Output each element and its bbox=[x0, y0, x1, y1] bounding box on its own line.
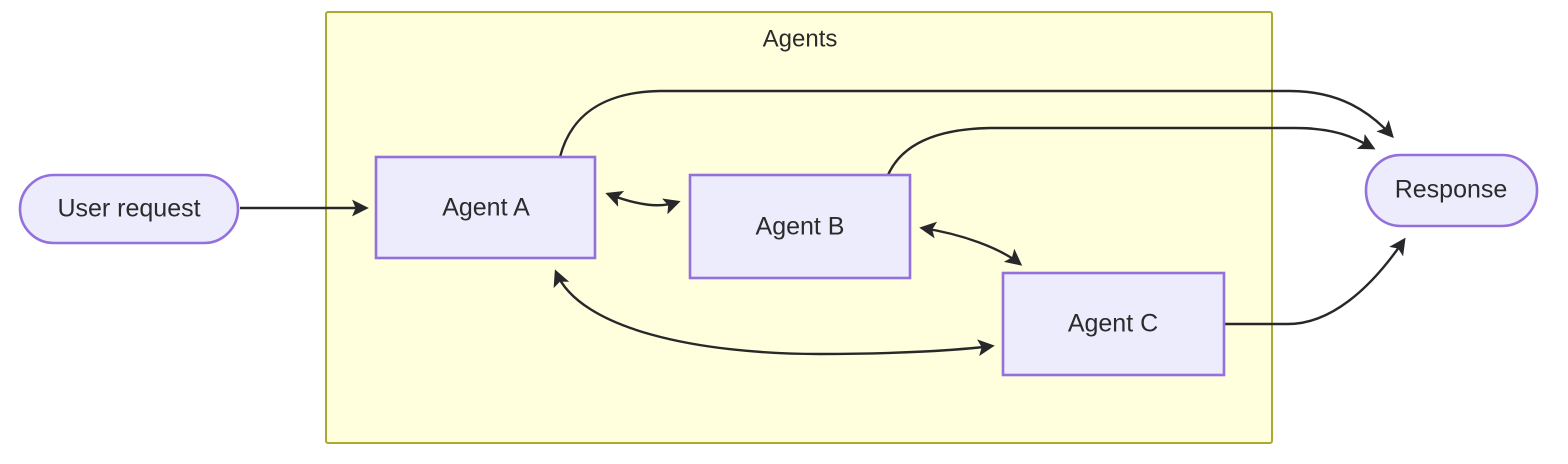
node-agent-b[interactable]: Agent B bbox=[688, 173, 912, 280]
agent-b-label: Agent B bbox=[756, 213, 845, 241]
edge-agent-b-to-response bbox=[886, 126, 1376, 176]
cluster-agents-label: Agents bbox=[763, 25, 838, 52]
edge-agent-b-to-agent-c bbox=[919, 221, 1023, 266]
user-request-label: User request bbox=[57, 195, 200, 223]
node-user-request[interactable]: User request bbox=[18, 173, 240, 245]
response-label: Response bbox=[1395, 176, 1508, 204]
edge-agent-a-to-response bbox=[558, 89, 1394, 158]
agent-b-shape[interactable] bbox=[688, 173, 912, 280]
response-shape[interactable] bbox=[1364, 153, 1539, 228]
agent-c-shape[interactable] bbox=[1001, 271, 1226, 377]
edge-layer bbox=[240, 89, 1406, 357]
user-request-shape[interactable] bbox=[18, 173, 240, 245]
edge-agent-a-to-agent-c-feedback bbox=[553, 269, 995, 357]
node-agent-a[interactable]: Agent A bbox=[374, 155, 597, 260]
agent-a-label: Agent A bbox=[442, 194, 530, 222]
agent-a-shape[interactable] bbox=[374, 155, 597, 260]
edge-agent-a-to-agent-b bbox=[605, 191, 681, 215]
edge-agent-c-to-response bbox=[1224, 237, 1406, 326]
agent-c-label: Agent C bbox=[1068, 310, 1158, 338]
node-agent-c[interactable]: Agent C bbox=[1001, 271, 1226, 377]
node-response[interactable]: Response bbox=[1364, 153, 1539, 228]
